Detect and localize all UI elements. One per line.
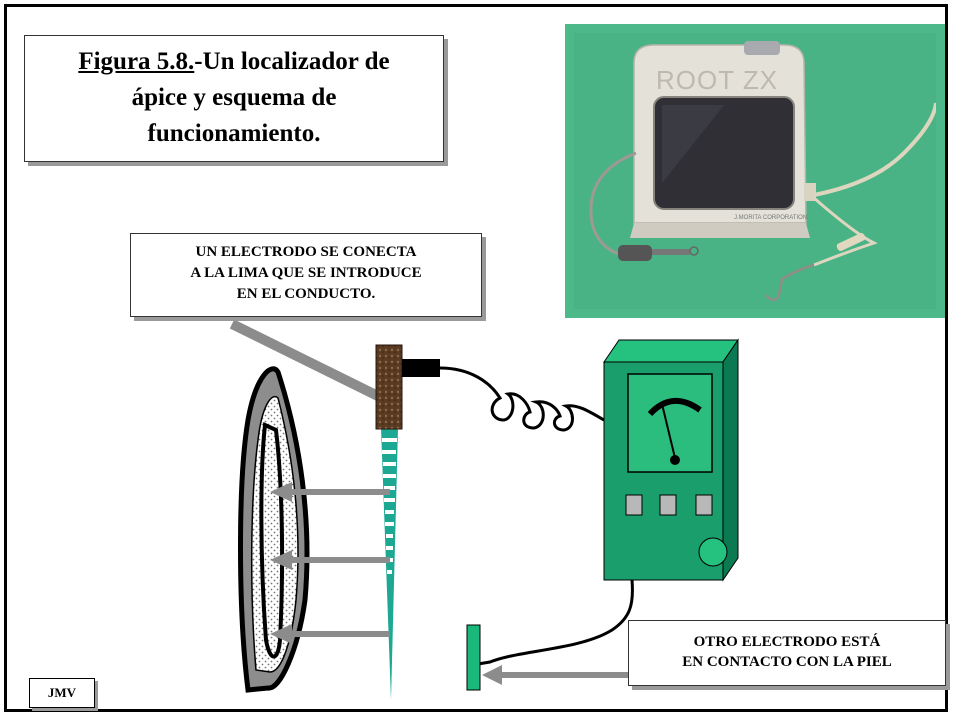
file-blade (381, 428, 398, 700)
device-button-1 (625, 494, 643, 516)
callout-bottom-line-1: OTRO ELECTRODO ESTÁ (693, 634, 881, 650)
file-electrode-clip (402, 359, 440, 377)
skin-electrode-callout: OTRO ELECTRODO ESTÁ EN CONTACTO CON LA P… (628, 620, 946, 686)
tooth-illustration (238, 366, 310, 693)
device-manufacturer-label: J.MORITA CORPORATION (734, 215, 807, 221)
device-meter-window (627, 373, 713, 473)
device-top-face (603, 339, 739, 363)
lower-cable (813, 196, 878, 267)
device-side-face (722, 338, 739, 582)
file-handle (375, 344, 403, 430)
figure-reference: Figura 5.8. (78, 48, 195, 75)
callout-bottom-line-2: EN CONTACTO CON LA PIEL (682, 654, 892, 670)
device-dial (698, 537, 728, 567)
file-holder-clip (652, 249, 690, 255)
callout-top-line-3: EN EL CONDUCTO. (236, 286, 376, 302)
meter-needle (661, 403, 676, 459)
arrow-upper (270, 482, 390, 502)
device-top-button (744, 41, 780, 55)
title-line-2: ápice y esquema de (131, 84, 337, 111)
coiled-cable (439, 366, 605, 432)
author-badge: JMV (29, 678, 95, 708)
callout-leader-line (229, 319, 393, 407)
apex-locator-device (603, 338, 739, 582)
root-canal (259, 422, 285, 659)
file-electrode-callout: UN ELECTRODO SE CONECTA A LA LIMA QUE SE… (130, 233, 482, 317)
figure-title-box: Figura 5.8.-Un localizador de ápice y es… (24, 35, 444, 162)
endodontic-file (375, 344, 403, 700)
device-button-2 (659, 494, 677, 516)
device-brand-label: ROOT ZX (656, 65, 778, 95)
meter-scale (647, 398, 702, 417)
file-holder-tip (689, 246, 699, 256)
arrow-lower (270, 624, 390, 644)
title-text-1: -Un localizador de (194, 48, 390, 75)
callout-top-line-1: UN ELECTRODO SE CONECTA (195, 244, 417, 260)
measurement-arrows (270, 482, 630, 685)
title-line-1: Figura 5.8.-Un localizador de (25, 44, 443, 80)
title-line-3: funcionamiento. (147, 120, 321, 147)
apex-locator-photo: ROOT ZX J.MORITA CORPORATION (565, 24, 945, 318)
photo-background: ROOT ZX J.MORITA CORPORATION (574, 33, 936, 309)
screen-glare (662, 105, 724, 183)
file-holder-grip (618, 245, 652, 261)
skin-electrode-cable (477, 579, 634, 666)
cable-clip (836, 233, 866, 251)
meter-pivot (670, 455, 680, 465)
device-base (630, 223, 810, 238)
device-button-3 (695, 494, 713, 516)
callout-top-line-2: A LA LIMA QUE SE INTRODUCE (190, 265, 422, 281)
root-zx-device-photo: ROOT ZX J.MORITA CORPORATION (589, 41, 936, 302)
lip-hook (765, 263, 815, 302)
arrow-middle (270, 550, 390, 570)
right-cable (813, 102, 936, 197)
skin-electrode-plate (466, 624, 481, 691)
left-cable (589, 151, 637, 257)
arrow-skin (482, 665, 630, 685)
device-cable-connector (804, 183, 816, 201)
